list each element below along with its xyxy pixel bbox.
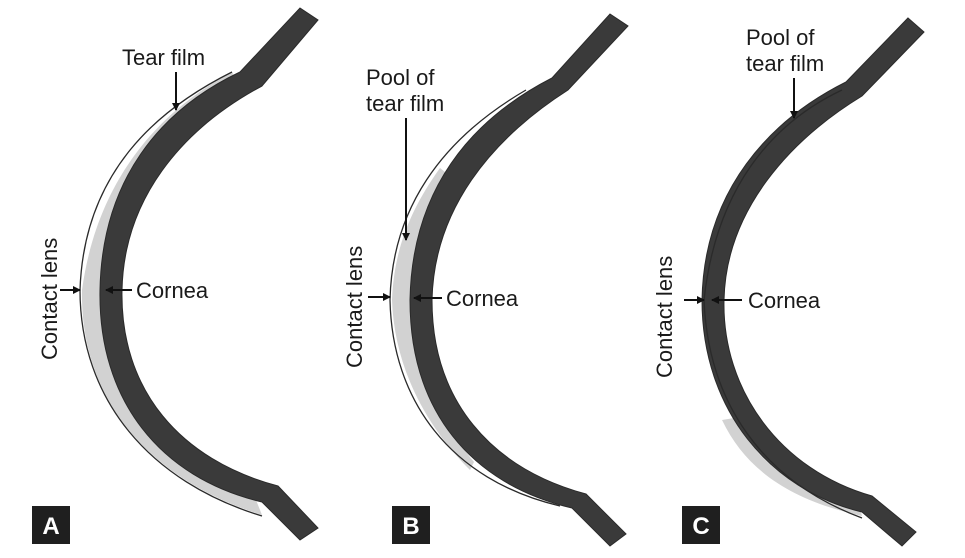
cornea-label: Cornea (136, 278, 209, 303)
cornea-label: Cornea (748, 288, 821, 313)
tear-pool-label-line1: Pool of (366, 65, 435, 90)
panel-a: Tear film Cornea Contact lens A (32, 7, 319, 544)
cornea-shape (99, 7, 319, 541)
panel-c: Pool of tear film Cornea Contact lens C (652, 17, 925, 547)
panel-badge (682, 506, 720, 544)
contact-lens-label: Contact lens (652, 256, 677, 378)
panel-badge (32, 506, 70, 544)
panel-letter: A (42, 513, 59, 540)
panel-badge (392, 506, 430, 544)
tear-pool-label-line1: Pool of (746, 25, 815, 50)
cornea-label: Cornea (446, 286, 519, 311)
cornea-shape (701, 17, 925, 547)
contact-lens-label: Contact lens (342, 246, 367, 368)
tear-film-label: Tear film (122, 45, 205, 70)
tear-pool-label-line2: tear film (746, 51, 824, 76)
cornea-shape (409, 13, 629, 547)
tear-pool-label-line2: tear film (366, 91, 444, 116)
panel-letter: C (692, 513, 709, 540)
contact-lens-label: Contact lens (37, 238, 62, 360)
panel-letter: B (402, 513, 419, 540)
panel-b: Pool of tear film Cornea Contact lens B (342, 13, 629, 547)
tear-pool-layer (392, 168, 474, 470)
